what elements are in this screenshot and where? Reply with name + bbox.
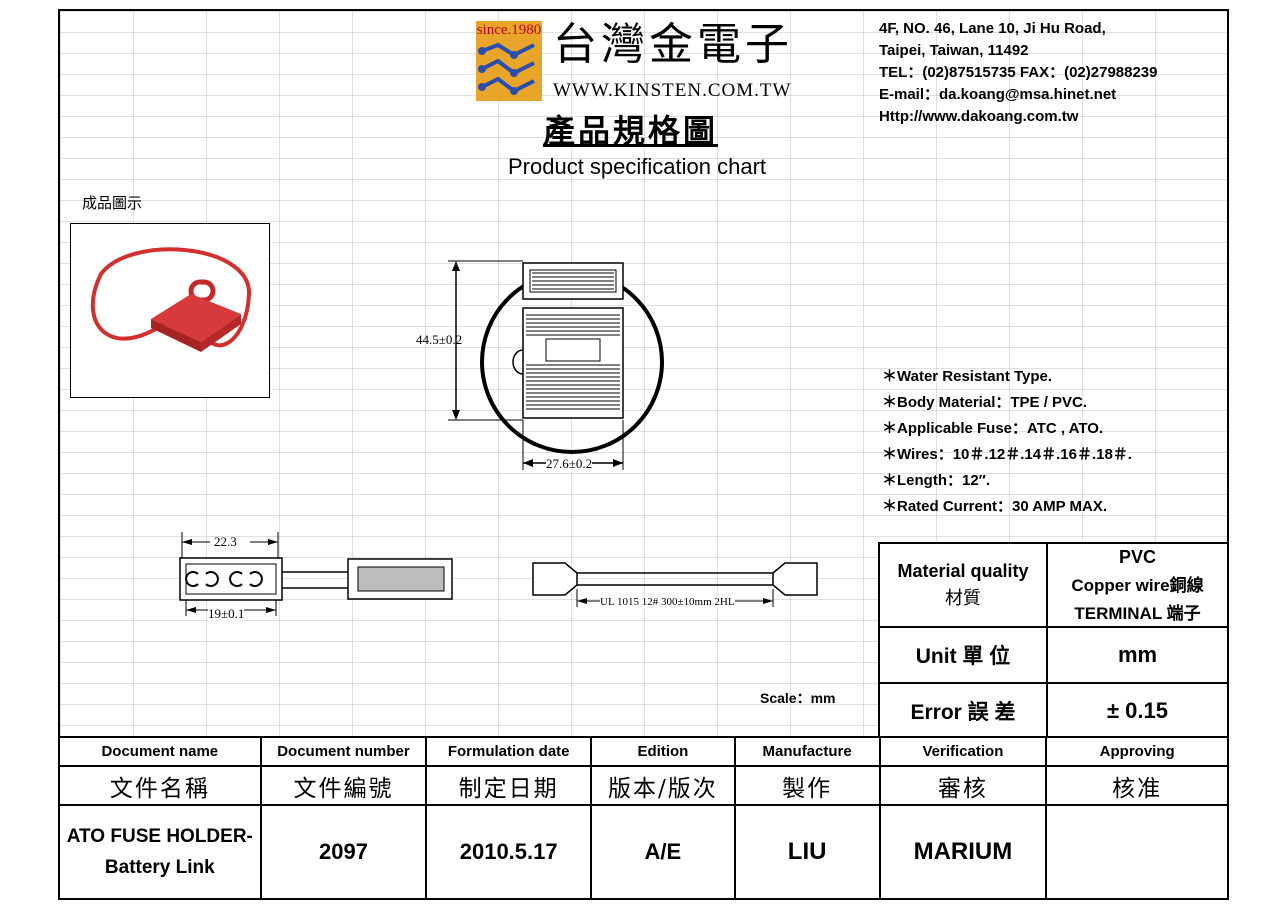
header-zh: 審核 (878, 765, 1048, 806)
spec-item: ＊Wires：10＃.12＃.14＃.16＃.18＃. (882, 446, 1132, 463)
top-view-drawing (448, 260, 664, 470)
spec-list: ＊Water Resistant Type. ＊Body Material：TP… (882, 364, 1132, 520)
address-line-1: 4F, NO. 46, Lane 10, Ji Hu Road, (879, 20, 1106, 37)
photo-label: 成品圖示 (82, 194, 143, 212)
value-approving (1045, 804, 1229, 900)
tel-fax: TEL：(02)87515735 FAX：(02)27988239 (879, 64, 1158, 81)
bottom-length-dimension: 19±0.1 (208, 606, 245, 622)
spec-item: ＊Applicable Fuse：ATC , ATO. (882, 420, 1104, 437)
company-website: WWW.KINSTEN.COM.TW (553, 80, 792, 101)
company-name: 台灣金電子 (553, 19, 793, 70)
header-document-name: Document name (58, 736, 262, 767)
side-view-drawing (179, 532, 453, 616)
doc-header-zh-row: 文件名稱 文件編號 制定日期 版本/版次 製作 審核 核准 (58, 765, 1229, 806)
header-verification: Verification (878, 736, 1048, 767)
page-title-zh: 產品規格圖 (543, 112, 719, 150)
header-zh: 制定日期 (425, 765, 593, 806)
material-label-zh: 材質 (945, 588, 981, 609)
page-title-en: Product specification chart (508, 154, 767, 179)
wire-dimension: UL 1015 12# 300±10mm 2HL (600, 596, 735, 608)
value-document-name: ATO FUSE HOLDER-Battery Link (58, 804, 262, 900)
header-edition: Edition (590, 736, 736, 767)
unit-value: mm (1046, 626, 1229, 684)
material-table: Material quality 材質 PVC Copper wire銅線 TE… (878, 542, 1229, 740)
error-label: Error 誤 差 (878, 682, 1048, 740)
material-label-cell: Material quality 材質 (878, 542, 1048, 628)
material-copper: Copper wire銅線 (1046, 570, 1229, 596)
top-length-dimension: 22.3 (214, 534, 237, 549)
header-zh: 製作 (733, 765, 881, 806)
spec-item: ＊Length：12″. (882, 472, 991, 489)
since-badge: since.1980 (476, 21, 542, 39)
header-zh: 文件編號 (259, 765, 428, 806)
material-label: Material quality (897, 561, 1029, 581)
value-edition: A/E (590, 804, 736, 900)
unit-label: Unit 單 位 (878, 626, 1048, 684)
wire-drawing (532, 562, 818, 607)
fuse-holder-photo-icon (90, 247, 252, 352)
spec-item: ＊Water Resistant Type. (882, 368, 1053, 385)
value-formulation-date: 2010.5.17 (425, 804, 593, 900)
error-value: ± 0.15 (1046, 682, 1229, 740)
height-dimension: 44.5±0.2 (416, 332, 463, 347)
header-zh: 核准 (1045, 765, 1229, 806)
company-address: 4F, NO. 46, Lane 10, Ji Hu Road, Taipei,… (879, 18, 1158, 128)
header-manufacture: Manufacture (733, 736, 881, 767)
value-document-number: 2097 (259, 804, 428, 900)
address-line-2: Taipei, Taiwan, 11492 (879, 42, 1029, 59)
value-verification: MARIUM (878, 804, 1048, 900)
scale-note: Scale：mm (760, 690, 836, 706)
email: E-mail：da.koang@msa.hinet.net (879, 86, 1117, 103)
doc-header-row: Document name Document number Formulatio… (58, 736, 1229, 767)
header-zh: 版本/版次 (590, 765, 736, 806)
spec-item: ＊Rated Current：30 AMP MAX. (882, 498, 1108, 515)
material-terminal: TERMINAL 端子 (1046, 596, 1229, 628)
header-formulation-date: Formulation date (425, 736, 593, 767)
website-url: Http://www.dakoang.com.tw (879, 108, 1079, 125)
doc-value-row: ATO FUSE HOLDER-Battery Link 2097 2010.5… (58, 804, 1229, 900)
header-zh: 文件名稱 (58, 765, 262, 806)
value-manufacture: LIU (733, 804, 881, 900)
document-table: Document name Document number Formulatio… (58, 736, 1229, 900)
material-pvc: PVC (1046, 542, 1229, 570)
spec-item: ＊Body Material：TPE / PVC. (882, 394, 1088, 411)
product-photo (70, 223, 270, 398)
width-dimension: 27.6±0.2 (546, 456, 593, 472)
header-approving: Approving (1045, 736, 1229, 767)
header-document-number: Document number (259, 736, 428, 767)
